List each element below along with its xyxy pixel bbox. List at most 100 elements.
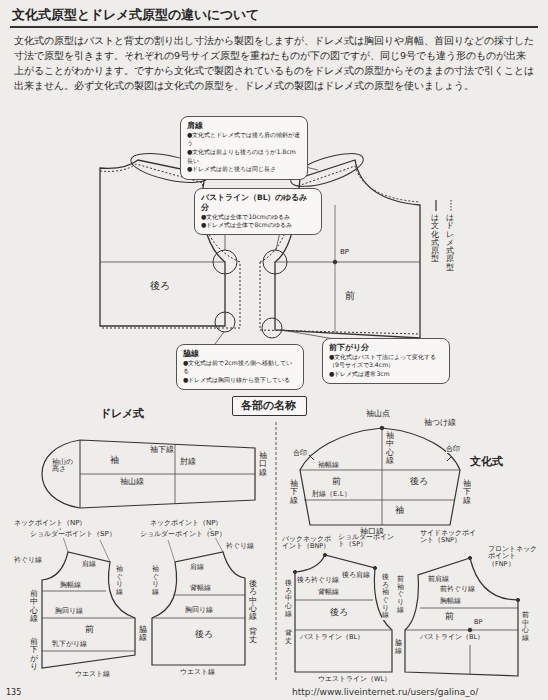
callout-circle [468, 628, 472, 632]
pattern-line [435, 200, 436, 211]
page-footer: 135 [6, 688, 21, 697]
callout-circle [213, 250, 237, 274]
pattern-line [42, 440, 255, 508]
part-label: 前中心線 [522, 612, 529, 643]
part-label: 胸幅線 [440, 598, 461, 605]
part-label: BP [340, 248, 349, 256]
part-label: ネックポイント（NP） [150, 519, 222, 527]
callout-circle [373, 566, 376, 569]
part-label: 袖幅線 [318, 461, 339, 469]
part-label: 前下がり [30, 638, 38, 671]
callout-circle [323, 553, 326, 556]
callout-circle [293, 570, 296, 573]
part-label: フロントネックポイント（FNP） [488, 546, 540, 568]
callout-heading: 各部の名称 [241, 399, 298, 413]
pattern-line [295, 600, 373, 601]
part-label: 文化式 [470, 456, 503, 469]
part-label: 脇線 [139, 626, 147, 643]
pattern-line [300, 470, 460, 471]
pattern-line [152, 618, 245, 619]
part-label: 前袖ぐり線 [397, 576, 404, 614]
part-label: 袖つけ線 [424, 419, 456, 428]
pattern-line [168, 540, 175, 562]
part-label: BP [474, 619, 482, 626]
part-label: ショルダーポイント（SP） [338, 534, 394, 549]
callout-text: ●ドレメ式は通常3cm [329, 370, 443, 379]
callout-box: 前下がり分●文化式はバスト寸法によって変化する（9号サイズで3.4cm）●ドレメ… [322, 338, 450, 384]
part-label: 前 [85, 624, 94, 634]
callout-heading: 前下がり分 [329, 343, 443, 353]
part-label: 胸幅線 [60, 581, 81, 589]
part-label: 袖山線 [120, 478, 144, 487]
part-label: 袖下線 [150, 446, 174, 455]
part-label: 衿ぐり線 [226, 542, 254, 550]
part-label: 背丈 [249, 628, 257, 645]
part-label: バストライン（BL） [420, 634, 484, 641]
part-label: 後ろ [330, 607, 348, 617]
part-label: サイドネックポイント（SNP） [420, 530, 480, 545]
pattern-line [382, 428, 383, 525]
part-label: 背丈 [285, 630, 292, 645]
part-label: 前衿ぐり線 [440, 586, 475, 593]
callout-circle [516, 598, 519, 601]
part-label: 前 [332, 476, 341, 486]
pattern-line [152, 552, 245, 665]
part-label: 後ろ [195, 629, 213, 639]
pattern-line [100, 262, 225, 263]
callout-circle [468, 556, 471, 559]
callout-text: ●文化式とドレメ式では後ろ肩の傾斜が違う [187, 131, 301, 148]
callout-circle [262, 318, 282, 338]
part-label: 胸回り線 [55, 607, 83, 615]
part-label: 前中心線 [30, 590, 38, 623]
part-label: 袖下線 [290, 480, 298, 505]
part-label: 袖口線 [259, 452, 267, 477]
callout-text: ●文化式は前で2cm後ろ側へ移動している [183, 359, 297, 376]
part-label: 合印 [293, 449, 307, 457]
pattern-line [80, 474, 255, 475]
part-label: ドレメ式 [100, 408, 144, 421]
pattern-line [405, 558, 518, 676]
callout-heading: 肩線 [187, 121, 301, 131]
part-label: 袖中心線 [386, 432, 394, 465]
part-label: 衿ぐり線 [14, 556, 42, 564]
pattern-line [100, 160, 225, 326]
page-footer: http://www.liveinternet.ru/users/galina_… [292, 687, 478, 697]
callout-circle [263, 250, 287, 274]
pattern-line [470, 645, 471, 674]
part-label: 袖ぐり線 [152, 566, 159, 597]
callout-box: バストライン（BL）のゆるみ分●文化式は全体で10cmのゆるみ●ドレメ式は全体で… [194, 188, 322, 235]
part-label: 袖 [110, 455, 119, 465]
part-label: 乳下がり線 [52, 640, 87, 648]
callout-text: ●文化式はバスト寸法によって変化する [329, 353, 443, 362]
callout-text: ●文化式は全体で10cmのゆるみ [201, 213, 315, 222]
part-label: 後ろ中心線 [285, 580, 292, 618]
callout-text: ●ドレメ式は前と後ろは同じ長さ [187, 165, 301, 174]
part-label: 後ろ肩線 [342, 572, 370, 579]
part-label: 背幅線 [318, 589, 339, 596]
part-label: 後ろ [150, 280, 170, 292]
pattern-line [175, 444, 176, 504]
callout-circle [215, 312, 235, 332]
part-label: 袖下線 [463, 480, 471, 505]
pattern-line [295, 630, 392, 631]
part-label: 袖ぐり線 [116, 566, 123, 597]
pattern-line [42, 552, 135, 668]
callout-heading: バストライン（BL）のゆるみ分 [201, 193, 315, 213]
part-label: 肩線 [82, 560, 96, 568]
part-label: ネックポイント（NP） [14, 519, 86, 527]
callout-heading: 脇線 [183, 349, 297, 359]
callout-circle [380, 426, 384, 430]
part-label: 肘線 [180, 458, 196, 467]
pattern-line [275, 262, 420, 263]
part-label: バストライン（BL） [300, 634, 364, 641]
pattern-line [174, 595, 245, 596]
callout-text: ●文化式は前よりも後ろのほうが1.8cm長い [187, 148, 301, 165]
pattern-line [275, 160, 420, 338]
pattern-line [42, 618, 135, 619]
part-label: ショルダーポイント（SP） [140, 530, 226, 538]
part-label: 後ろ衿ぐり線 [297, 577, 339, 584]
callout-circle [333, 260, 337, 264]
pattern-line [420, 608, 518, 609]
legend-text: はドレメ式原型 [446, 214, 454, 272]
intro-text: 文化式の原型はバストと背丈の割り出し寸法から製図をしますが、ドレメ式は胸回りや肩… [14, 33, 534, 93]
